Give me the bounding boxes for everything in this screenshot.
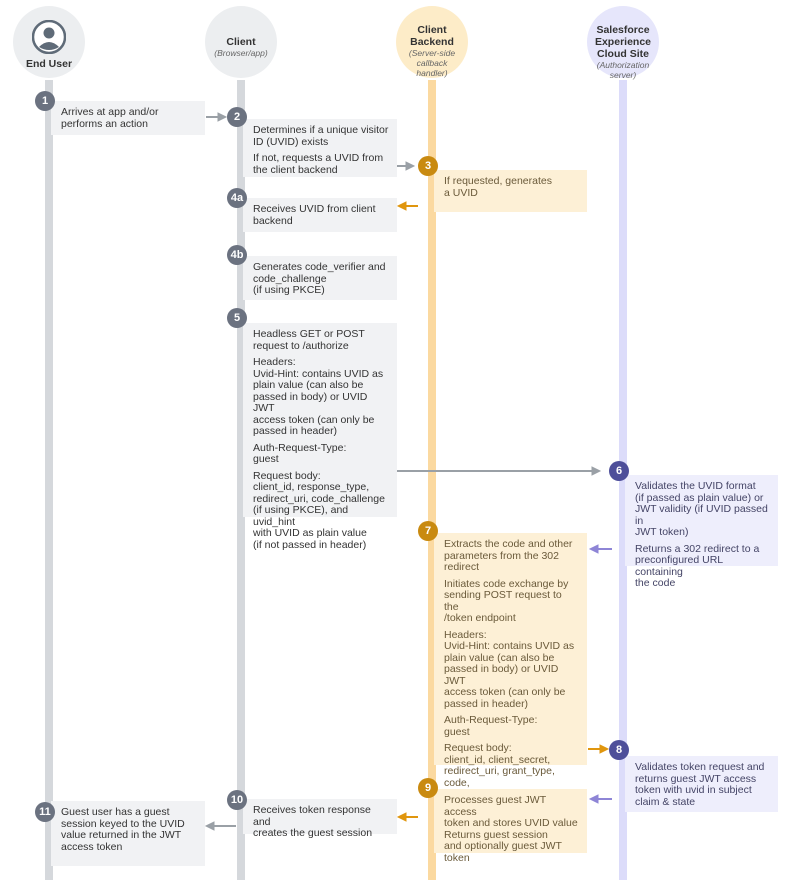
step-6-badge: 6 [609, 461, 629, 481]
arrow-9-to-10 [396, 812, 418, 822]
arrow-3-to-4a [396, 201, 418, 211]
arrow-2-to-3 [397, 161, 416, 171]
backend-subtitle: (Server-side callback handler) [408, 48, 456, 78]
client-subtitle: (Browser/app) [214, 48, 268, 58]
user-avatar-icon [32, 20, 66, 54]
step-10-badge: 10 [227, 790, 247, 810]
backend-header: Client Backend (Server-side callback han… [396, 6, 468, 78]
end-user-header: End User [13, 6, 85, 78]
step-1-badge: 1 [35, 91, 55, 111]
step-2-note: Determines if a unique visitor ID (UVID)… [243, 119, 397, 177]
arrow-5-to-6 [397, 466, 602, 476]
step-6-note: Validates the UVID format (if passed as … [625, 475, 778, 589]
step-8-badge: 8 [609, 740, 629, 760]
step-4b-note: Generates code_verifier and code_challen… [243, 256, 397, 300]
step-11-badge: 11 [35, 802, 55, 822]
step-7-note: Extracts the code and other parameters f… [434, 533, 587, 811]
backend-title: Client Backend [410, 24, 454, 48]
step-4a-note: Receives UVID from client backend [243, 198, 397, 232]
arrow-8-to-9 [588, 794, 612, 804]
salesforce-subtitle: (Authorization server) [596, 60, 650, 80]
step-11-note: Guest user has a guest session keyed to … [51, 801, 205, 866]
salesforce-header: Salesforce Experience Cloud Site (Author… [587, 6, 659, 80]
step-5-badge: 5 [227, 308, 247, 328]
step-4b-badge: 4b [227, 245, 247, 265]
end-user-title: End User [25, 58, 73, 70]
client-title: Client [226, 36, 256, 48]
step-7-badge: 7 [418, 521, 438, 541]
salesforce-title: Salesforce Experience Cloud Site [594, 24, 652, 60]
backend-lane [428, 80, 436, 880]
client-lane [237, 80, 245, 880]
step-2-badge: 2 [227, 107, 247, 127]
step-8-note: Validates token request and returns gues… [625, 756, 778, 812]
end-user-lane [45, 80, 53, 880]
arrow-7-to-8 [588, 744, 610, 754]
step-10-note: Receives token response and creates the … [243, 799, 397, 839]
step-5-note: Headless GET or POST request to /authori… [243, 323, 397, 550]
arrow-1-to-2 [206, 112, 228, 122]
step-3-badge: 3 [418, 156, 438, 176]
step-1-note: Arrives at app and/or performs an action [51, 101, 205, 135]
step-3-note: If requested, generates a UVID [434, 170, 587, 212]
client-header: Client (Browser/app) [205, 6, 277, 78]
step-4a-badge: 4a [227, 188, 247, 208]
arrow-10-to-11 [204, 821, 236, 831]
step-9-badge: 9 [418, 778, 438, 798]
step-9-note: Processes guest JWT access token and sto… [434, 789, 587, 863]
arrow-6-to-7 [588, 544, 612, 554]
